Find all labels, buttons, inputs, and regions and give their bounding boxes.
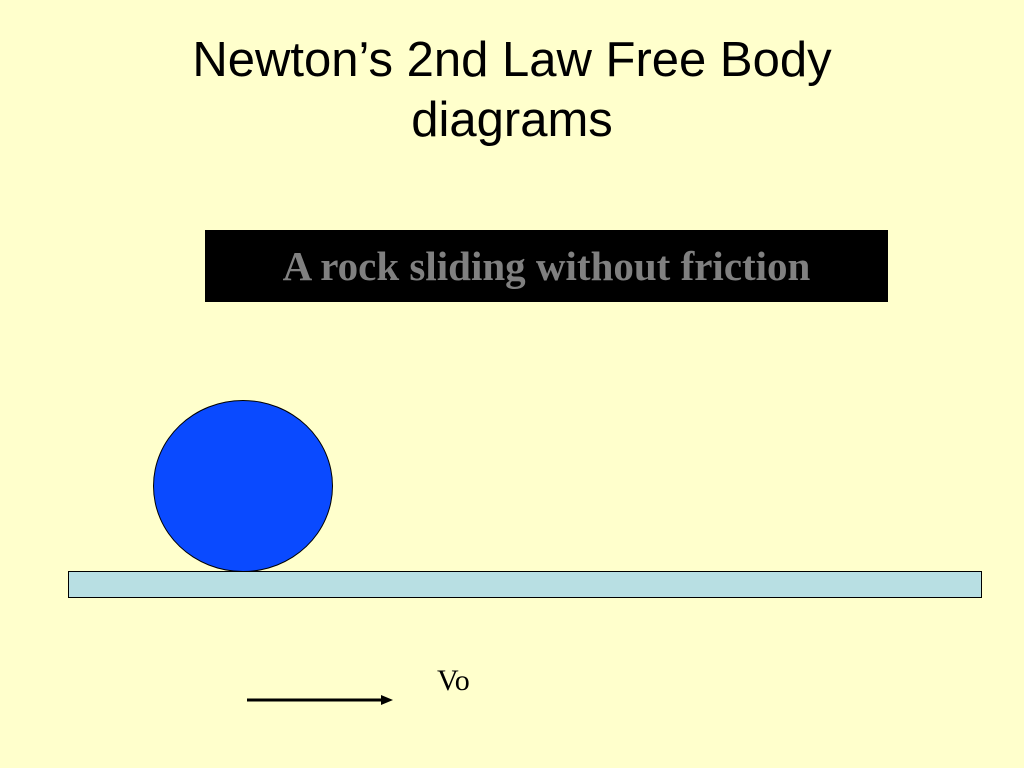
rock-circle bbox=[153, 400, 333, 572]
slide-title-line-1: Newton’s 2nd Law Free Body bbox=[192, 33, 832, 87]
velocity-arrow-head bbox=[381, 695, 393, 705]
caption-text: A rock sliding without friction bbox=[282, 243, 811, 289]
slide-title-line-2: diagrams bbox=[411, 93, 613, 147]
velocity-arrow-icon bbox=[247, 695, 393, 705]
caption-box: A rock sliding without friction bbox=[205, 230, 888, 302]
ground-surface bbox=[68, 571, 982, 598]
velocity-label: Vo bbox=[437, 664, 470, 697]
slide-title: Newton’s 2nd Law Free Body diagrams bbox=[0, 30, 1024, 150]
